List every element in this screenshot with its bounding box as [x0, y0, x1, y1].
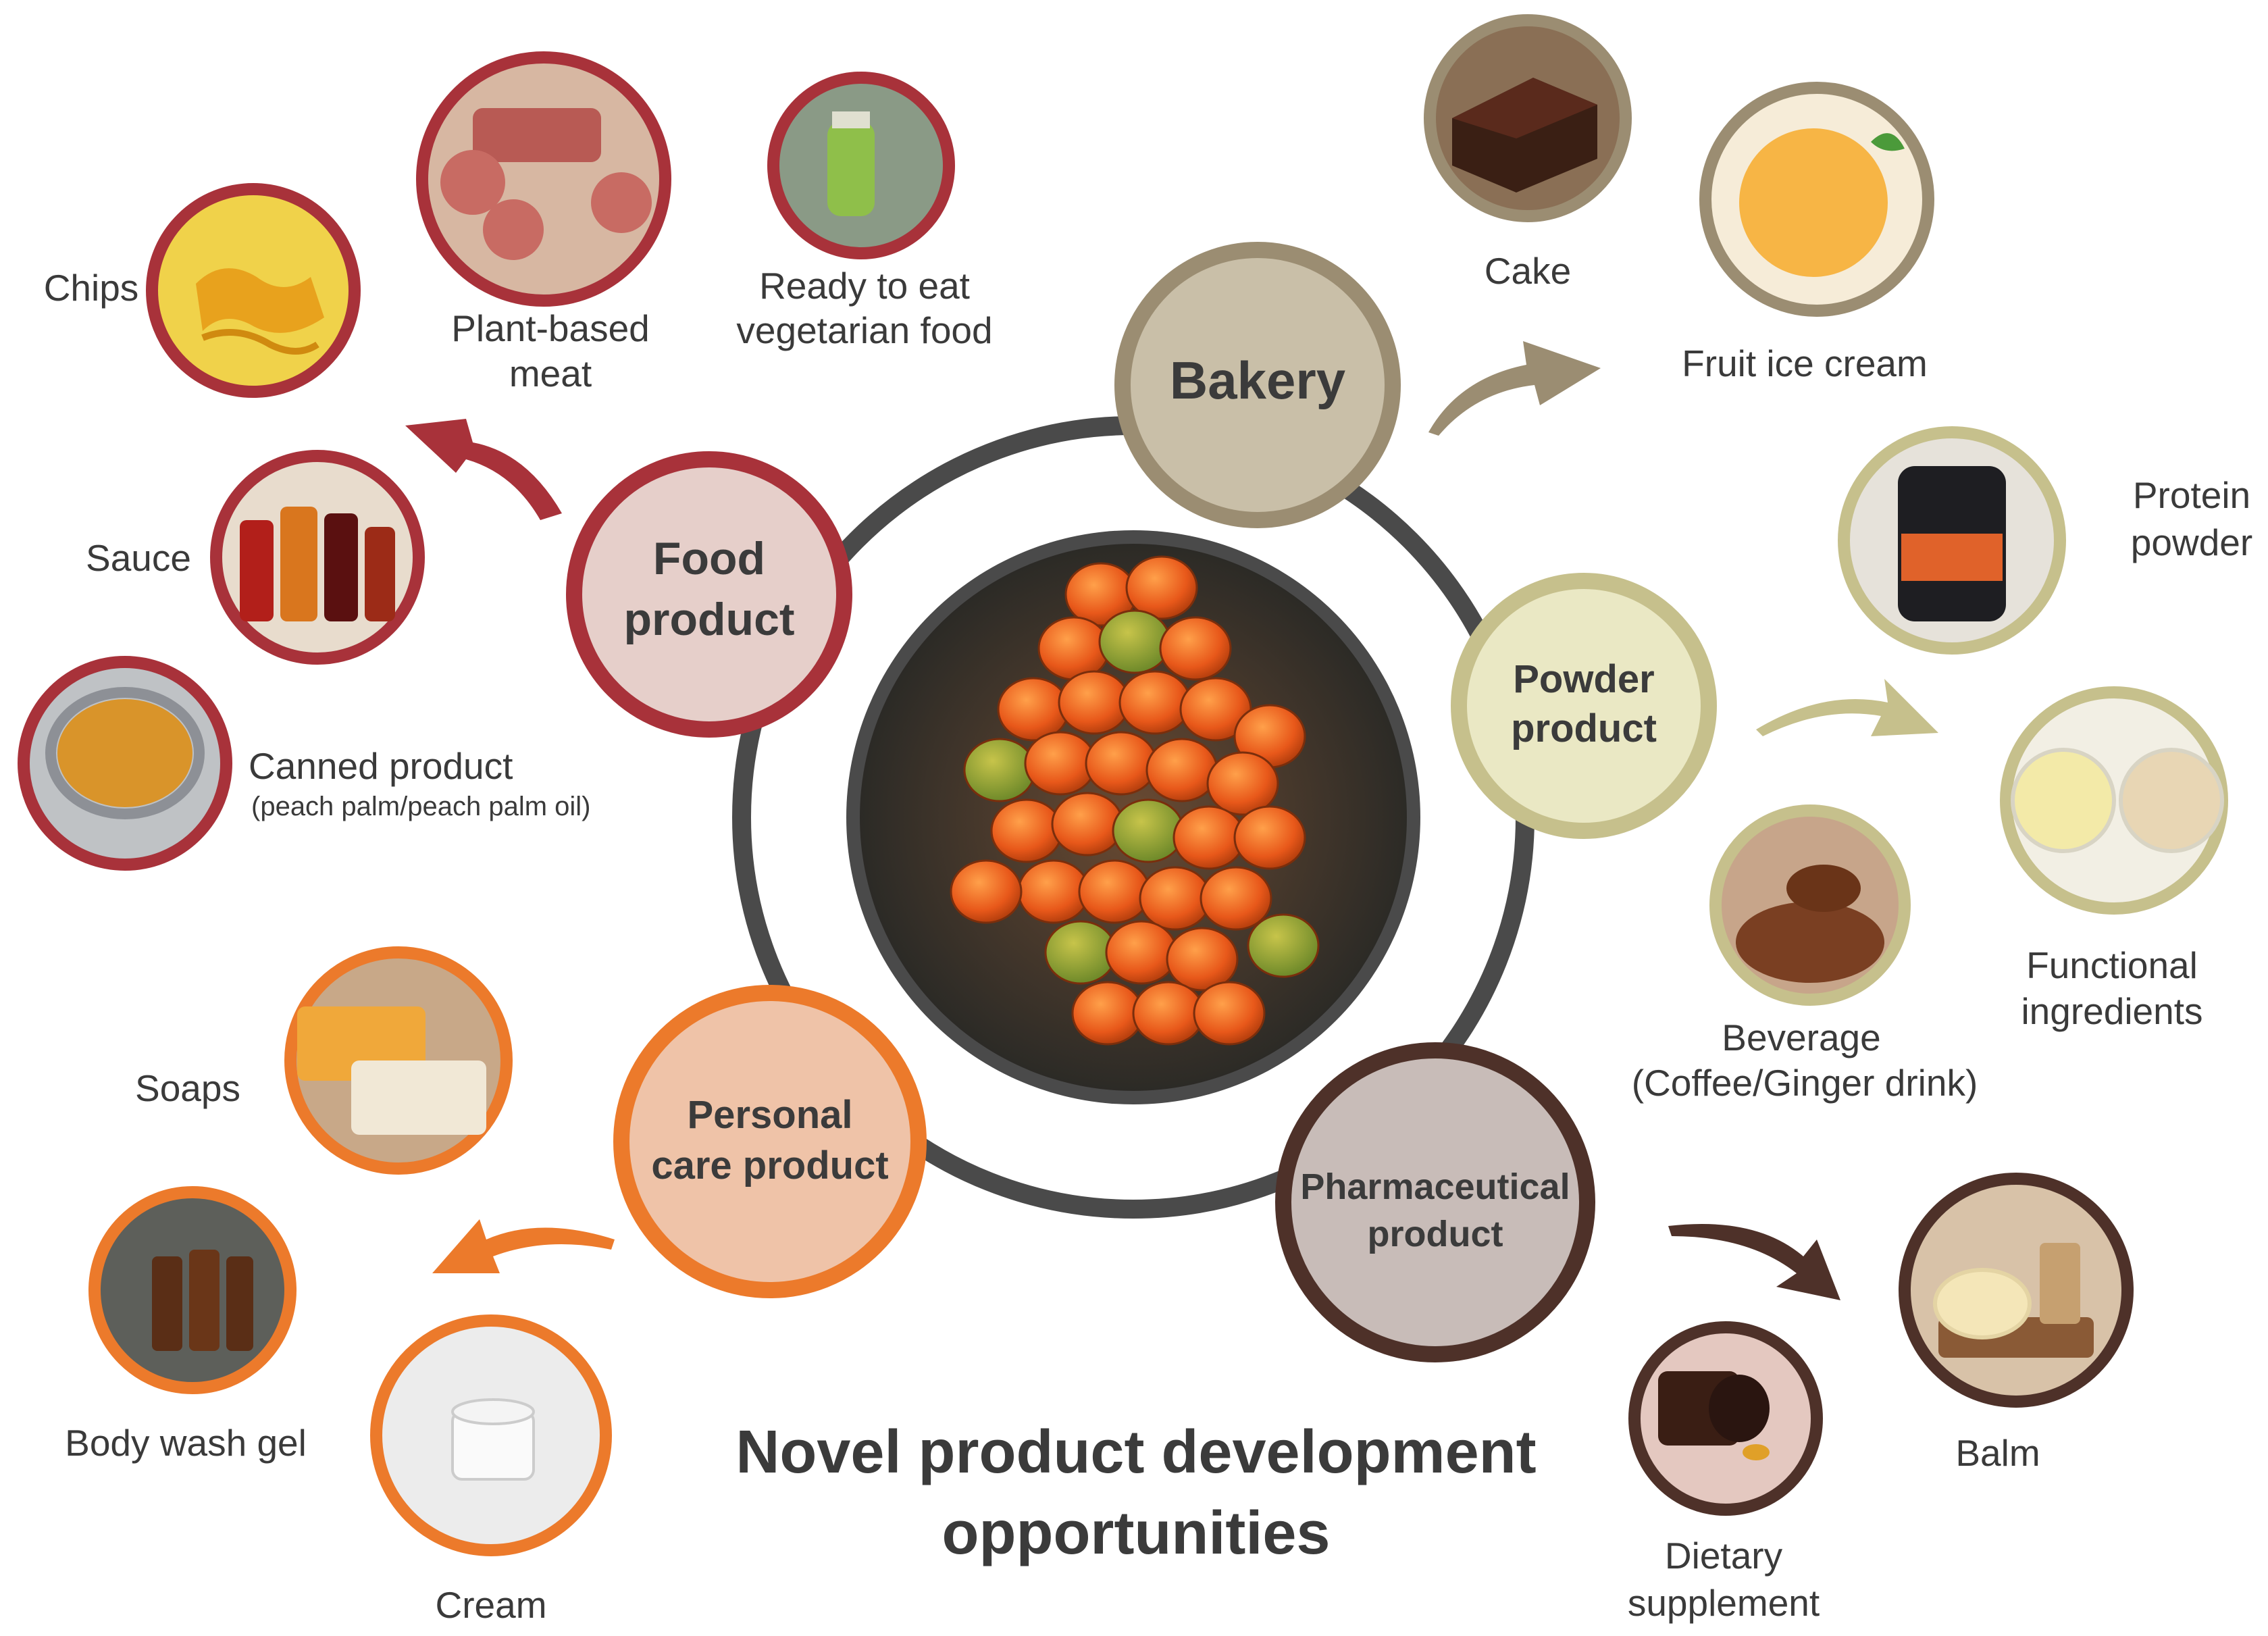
- fruit: [1206, 751, 1279, 816]
- label-sauce: Sauce: [86, 537, 191, 579]
- fruit: [1085, 731, 1158, 796]
- functional-ingredients-image: [2000, 686, 2228, 915]
- label-plant-based-meat-2: meat: [509, 353, 592, 394]
- chips-image: [146, 183, 361, 398]
- fruit: [1078, 859, 1151, 924]
- fruit: [1159, 616, 1232, 681]
- food-arrow: [405, 419, 562, 520]
- fruit: [1139, 866, 1212, 931]
- hub-food-label-1: Food: [653, 533, 765, 584]
- fruit: [1233, 805, 1306, 870]
- powder-arrow: [1756, 679, 1938, 736]
- fruit: [1071, 981, 1144, 1046]
- fruit: [1058, 670, 1131, 735]
- bakery-arrow: [1428, 341, 1601, 436]
- canned-product-image: [18, 656, 232, 871]
- soaps-image: [284, 946, 513, 1175]
- fruit: [1105, 920, 1178, 985]
- fruit: [1145, 738, 1218, 802]
- hub-personal: Personal care product: [613, 985, 927, 1298]
- fruit: [1118, 670, 1191, 735]
- dietary-supplement-image: [1628, 1321, 1823, 1516]
- fruit: [1125, 555, 1198, 620]
- beverage-image: [1709, 804, 1911, 1006]
- label-protein-powder-2: powder: [2131, 521, 2252, 563]
- cream-image: [370, 1314, 612, 1556]
- fruit: [1044, 920, 1117, 985]
- hub-pharma-label-2: product: [1368, 1214, 1503, 1254]
- hub-powder-label-1: Powder: [1513, 657, 1655, 701]
- fruit: [1024, 731, 1097, 796]
- hub-food: Food product: [566, 451, 852, 738]
- label-beverage-2: (Coffee/Ginger drink): [1632, 1062, 1978, 1104]
- label-fruit-ice-cream: Fruit ice cream: [1682, 342, 1928, 384]
- sauce-image: [210, 450, 425, 665]
- fruit: [1098, 609, 1171, 674]
- label-chips: Chips: [44, 267, 139, 309]
- hub-powder: Powder product: [1451, 573, 1717, 839]
- item-labels: Chips Plant-based meat Ready to eat vege…: [44, 250, 2253, 1626]
- arrows: [405, 341, 1938, 1300]
- balm-image: [1899, 1173, 2134, 1408]
- protein-powder-image: [1838, 426, 2066, 655]
- fruit: [963, 738, 1036, 802]
- fruit: [950, 859, 1023, 924]
- personal-arrow: [432, 1219, 615, 1273]
- label-ready-to-eat-1: Ready to eat: [759, 265, 970, 307]
- label-ready-to-eat-2: vegetarian food: [736, 309, 992, 351]
- fruit: [1247, 913, 1320, 978]
- label-functional-ingredients-2: ingredients: [2021, 990, 2202, 1032]
- label-canned-product-1: Canned product: [249, 745, 513, 787]
- hub-food-label-2: product: [623, 594, 794, 645]
- label-soaps: Soaps: [135, 1067, 240, 1109]
- label-cake: Cake: [1485, 250, 1571, 292]
- label-dietary-supplement-2: supplement: [1628, 1582, 1820, 1624]
- label-balm: Balm: [1955, 1432, 2040, 1474]
- fruit: [1037, 616, 1110, 681]
- label-plant-based-meat-1: Plant-based: [451, 307, 650, 349]
- fruit: [997, 677, 1070, 742]
- fruit: [1200, 866, 1272, 931]
- fruit: [1193, 981, 1266, 1046]
- hub-bakery-label: Bakery: [1170, 351, 1345, 410]
- cake-image: [1424, 14, 1632, 222]
- hub-bakery: Bakery: [1114, 242, 1401, 528]
- label-canned-product-2: (peach palm/peach palm oil): [251, 792, 590, 821]
- diagram-title-line-2: opportunities: [942, 1500, 1331, 1567]
- label-body-wash-gel: Body wash gel: [65, 1422, 307, 1464]
- ice-cream-image: [1699, 82, 1934, 317]
- plant-based-meat-image: [416, 51, 671, 307]
- fruit: [1051, 792, 1124, 857]
- fruit: [1112, 798, 1185, 863]
- label-beverage-1: Beverage: [1722, 1017, 1880, 1058]
- fruit: [1132, 981, 1205, 1046]
- body-wash-image: [88, 1186, 297, 1394]
- label-protein-powder-1: Protein: [2133, 474, 2250, 516]
- fruit: [1172, 805, 1245, 870]
- hub-powder-label-2: product: [1511, 707, 1657, 750]
- diagram-title-line-1: Novel product development: [736, 1418, 1536, 1486]
- ready-to-eat-image: [767, 72, 955, 259]
- hub-personal-label-2: care product: [651, 1144, 888, 1187]
- label-dietary-supplement-1: Dietary: [1665, 1535, 1783, 1577]
- hub-pharma-label-1: Pharmaceutical: [1300, 1167, 1570, 1207]
- pharma-arrow: [1668, 1224, 1840, 1300]
- fruit: [1166, 927, 1239, 992]
- hub-pharma: Pharmaceutical product: [1275, 1042, 1595, 1362]
- label-cream: Cream: [435, 1584, 546, 1626]
- fruit: [990, 798, 1063, 863]
- fruit: [1017, 859, 1090, 924]
- label-functional-ingredients-1: Functional: [2026, 944, 2198, 986]
- peach-palm-fruit-image: [846, 530, 1420, 1104]
- hub-personal-label-1: Personal: [688, 1093, 853, 1137]
